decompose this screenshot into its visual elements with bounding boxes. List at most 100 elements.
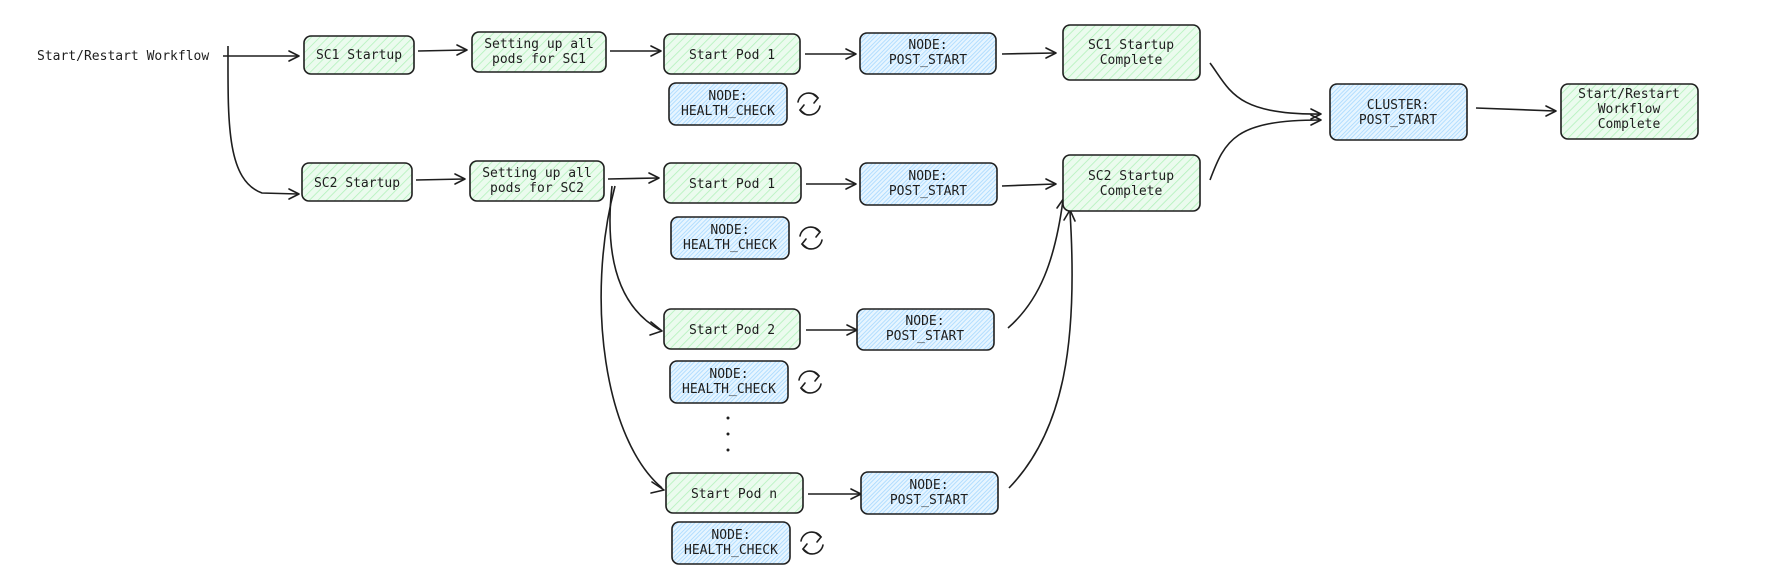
sc2-podn-post-label: NODE:POST_START <box>890 478 968 508</box>
label-line: NODE: <box>905 314 944 329</box>
vertical-ellipsis-icon <box>726 416 730 452</box>
label-line: NODE: <box>709 367 748 382</box>
arrowhead-sc2-pod1 <box>648 172 660 184</box>
label-line: NODE: <box>711 528 750 543</box>
label-line: Setting up all <box>482 166 592 181</box>
label-line: POST_START <box>890 493 968 508</box>
sc2-pod2-post-label: NODE:POST_START <box>886 314 964 344</box>
sc1-pod1-health-label: NODE:HEALTH_CHECK <box>681 89 775 119</box>
sc2-pod2-post-node: NODE:POST_START <box>856 308 995 351</box>
arrowhead-sc2-complete <box>1045 178 1057 190</box>
edge-sc2-setup-to-pod1 <box>607 177 659 180</box>
arrowhead-sc2-post <box>845 178 857 190</box>
label-line: Start/Restart <box>1578 87 1680 102</box>
start-label: Start/Restart Workflow <box>37 49 209 64</box>
label-line: POST_START <box>886 329 964 344</box>
cluster-post-label: CLUSTER:POST_START <box>1359 98 1437 128</box>
refresh-cycle-icon <box>797 92 821 116</box>
label-line: NODE: <box>908 38 947 53</box>
refresh-cycle-icon <box>798 370 822 394</box>
label-line: Complete <box>1598 117 1661 132</box>
sc2-podn-health-label: NODE:HEALTH_CHECK <box>684 528 778 558</box>
edge-setup-to-podn <box>600 185 663 489</box>
sc2-pod2-label: Start Pod 2 <box>689 323 775 338</box>
arrowhead-sc1-setup <box>456 44 468 56</box>
sc2-pod1-post-node: NODE:POST_START <box>859 162 998 206</box>
label-line: NODE: <box>908 169 947 184</box>
sc2-podn-health-node: NODE:HEALTH_CHECK <box>671 521 791 565</box>
label-line: NODE: <box>710 223 749 238</box>
refresh-cycle-icon <box>800 531 824 555</box>
edges <box>223 45 1556 495</box>
edge-sc1-startup-to-setup <box>417 49 467 52</box>
label-line: HEALTH_CHECK <box>683 238 777 253</box>
edge-sc2-post-to-complete <box>1001 183 1056 187</box>
refresh-cycle-icon <box>799 226 823 250</box>
label-line: CLUSTER: <box>1367 98 1430 113</box>
arrowhead-sc2-setup <box>454 173 466 185</box>
edge-sc2-complete-to-cluster <box>1209 119 1321 181</box>
label-line: POST_START <box>889 184 967 199</box>
arrowhead-sc1-startup <box>288 50 300 62</box>
arrowhead-sc2-podn <box>650 481 665 494</box>
sc2-pod1-post-label: NODE:POST_START <box>889 169 967 199</box>
label-line: SC2 Startup <box>1088 169 1174 184</box>
label-line: SC1 Startup <box>1088 38 1174 53</box>
sc1-startup-label: SC1 Startup <box>316 48 402 63</box>
sc1-pod1-health-node: NODE:HEALTH_CHECK <box>668 82 788 126</box>
sc2-pod1-label: Start Pod 1 <box>689 177 775 192</box>
arrowhead-sc1-post <box>845 48 857 60</box>
edge-sc1-post-to-complete <box>1001 52 1056 55</box>
sc2-pod1-health-label: NODE:HEALTH_CHECK <box>683 223 777 253</box>
label-line: HEALTH_CHECK <box>684 543 778 558</box>
label-line: NODE: <box>909 478 948 493</box>
edge-sc2-postn-to-complete <box>1008 211 1073 489</box>
sc2-podn-node: Start Pod n <box>665 472 804 514</box>
label-line: POST_START <box>889 53 967 68</box>
label-line: HEALTH_CHECK <box>682 382 776 397</box>
label-line: pods for SC2 <box>490 181 584 196</box>
sc1-pod1-post-node: NODE:POST_START <box>859 32 997 75</box>
sc1-pod1-node: Start Pod 1 <box>663 33 801 75</box>
cluster-post-node: CLUSTER:POST_START <box>1329 83 1468 141</box>
label-line: Complete <box>1100 184 1163 199</box>
label-line: POST_START <box>1359 113 1437 128</box>
sc2-pod1-node: Start Pod 1 <box>663 162 802 204</box>
arrowhead-cluster-bottom <box>1310 114 1322 126</box>
sc2-pod2-health-label: NODE:HEALTH_CHECK <box>682 367 776 397</box>
edge-sc2-post2-to-complete <box>1007 199 1064 329</box>
label-line: Workflow <box>1598 102 1661 117</box>
label-line: Setting up all <box>484 37 594 52</box>
arrowhead-workflow-complete <box>1545 105 1557 117</box>
arrowhead-sc1-pod1 <box>650 45 662 57</box>
arrowhead-sc1-complete <box>1045 47 1057 59</box>
label-line: Complete <box>1100 53 1163 68</box>
sc1-startup-node: SC1 Startup <box>303 35 415 75</box>
sc2-startup-label: SC2 Startup <box>314 176 400 191</box>
sc2-pod2-health-node: NODE:HEALTH_CHECK <box>669 360 789 404</box>
sc2-startup-node: SC2 Startup <box>301 162 413 202</box>
sc2-pod2-node: Start Pod 2 <box>663 308 801 350</box>
sc1-pod1-label: Start Pod 1 <box>689 48 775 63</box>
edge-sc2-startup-to-setup <box>415 178 465 181</box>
sc2-podn-post-node: NODE:POST_START <box>860 471 999 515</box>
edge-setup-to-pod2 <box>609 185 661 331</box>
edge-sc1-complete-to-cluster <box>1209 62 1321 115</box>
arrowhead-sc2-startup <box>288 188 300 200</box>
edge-cluster-to-complete <box>1475 107 1556 112</box>
label-line: pods for SC1 <box>492 52 586 67</box>
arrowhead-sc2-pod2 <box>649 321 663 336</box>
sc1-pod1-post-label: NODE:POST_START <box>889 38 967 68</box>
sc2-pod1-health-node: NODE:HEALTH_CHECK <box>670 216 790 260</box>
